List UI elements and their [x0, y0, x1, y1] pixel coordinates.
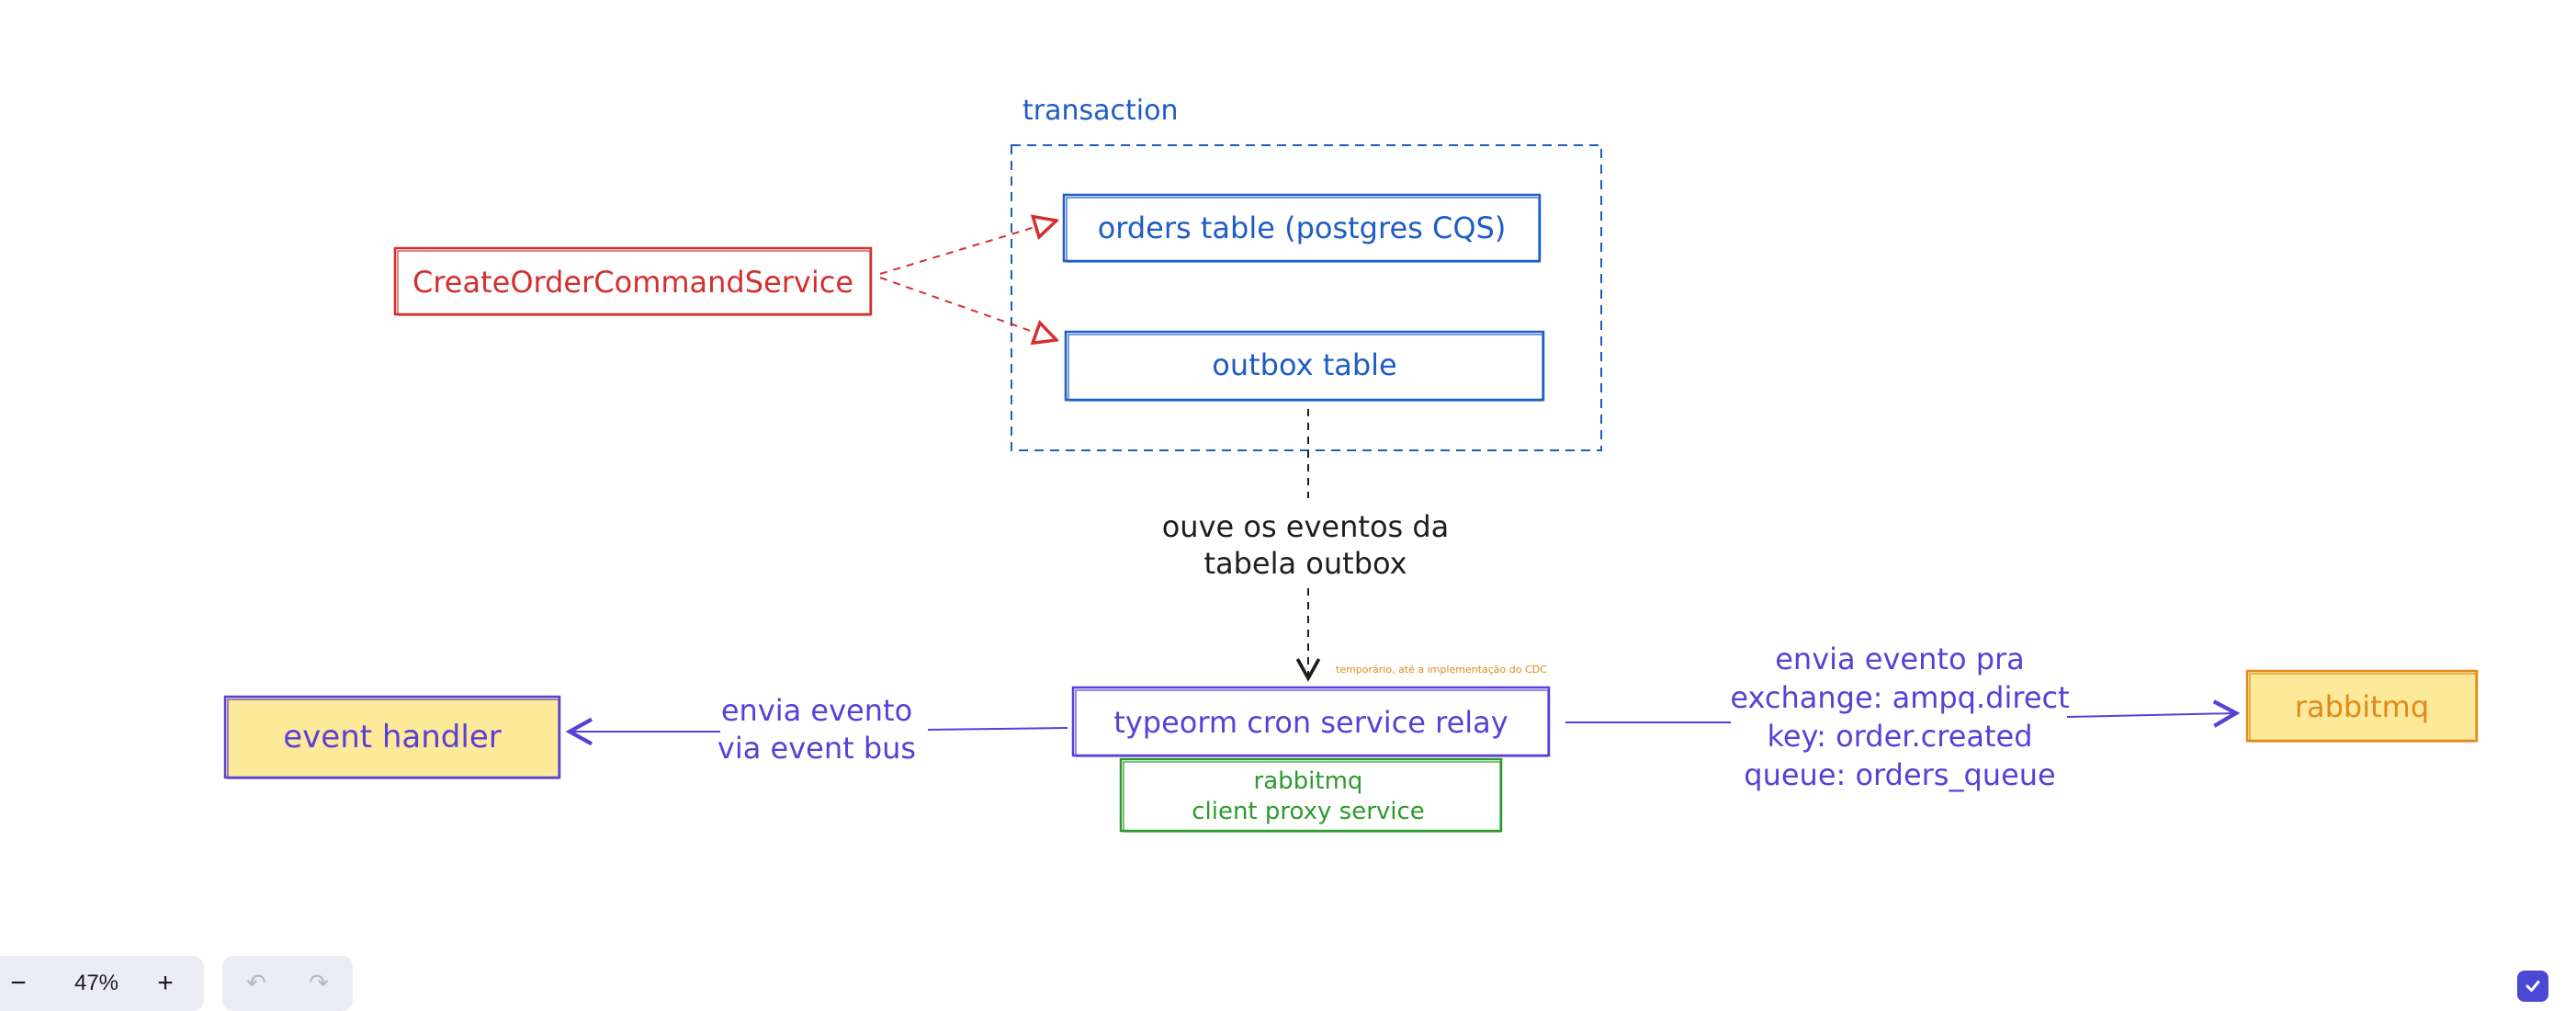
temporary-note: temporário, até a implementação do CDC: [1336, 664, 1547, 676]
redo-icon[interactable]: ↷: [309, 970, 329, 997]
rabbitmq-label: rabbitmq: [2295, 689, 2429, 724]
client-proxy-label-line2: client proxy service: [1192, 798, 1425, 825]
typeorm-cron-relay-label: typeorm cron service relay: [1113, 705, 1508, 740]
check-mark-icon: [2525, 981, 2540, 992]
arrow-service-to-outbox[interactable]: [879, 277, 1056, 340]
outbox-table-box[interactable]: outbox table: [1064, 330, 1545, 402]
rabbitmq-client-proxy-box[interactable]: rabbitmq client proxy service: [1119, 757, 1503, 833]
create-order-command-service-box[interactable]: CreateOrderCommandService: [393, 246, 873, 316]
typeorm-cron-relay-box[interactable]: typeorm cron service relay: [1071, 686, 1551, 757]
outbox-table-label: outbox table: [1212, 347, 1396, 382]
arrow-relay-to-event-handler[interactable]: [927, 727, 1068, 731]
transaction-frame[interactable]: [1011, 144, 1602, 451]
event-bus-label-line1: envia evento: [721, 693, 912, 728]
orders-table-label: orders table (postgres CQS): [1098, 210, 1507, 245]
orders-table-box[interactable]: orders table (postgres CQS): [1062, 193, 1542, 263]
event-handler-label: event handler: [283, 719, 502, 755]
listen-label-line2: tabela outbox: [1203, 546, 1407, 581]
event-handler-box[interactable]: event handler: [223, 695, 561, 779]
zoom-controls: − 47% +: [0, 956, 204, 1011]
arrow-service-to-orders[interactable]: [879, 221, 1056, 275]
exchange-label-line4: queue: orders_queue: [1744, 757, 2055, 792]
rabbitmq-box[interactable]: rabbitmq: [2245, 669, 2479, 743]
zoom-out-button[interactable]: −: [10, 968, 27, 998]
client-proxy-label-line1: rabbitmq: [1254, 767, 1363, 795]
transaction-label: transaction: [1022, 95, 1178, 127]
exchange-label-line2: exchange: ampq.direct: [1730, 680, 2069, 715]
event-bus-label-line2: via event bus: [717, 731, 916, 766]
listen-label-line1: ouve os eventos da: [1162, 509, 1450, 544]
create-order-command-service-label: CreateOrderCommandService: [412, 265, 853, 300]
zoom-in-button[interactable]: +: [157, 968, 174, 998]
arrow-relay-to-rabbitmq-head[interactable]: [2066, 699, 2241, 728]
history-controls: ↶ ↷: [222, 956, 353, 1011]
zoom-level-display[interactable]: 47%: [73, 971, 119, 995]
check-shield-icon[interactable]: [2517, 971, 2548, 1002]
exchange-label-line1: envia evento pra: [1775, 642, 2025, 676]
exchange-label-line3: key: order.created: [1767, 719, 2032, 754]
undo-icon[interactable]: ↶: [246, 970, 266, 997]
